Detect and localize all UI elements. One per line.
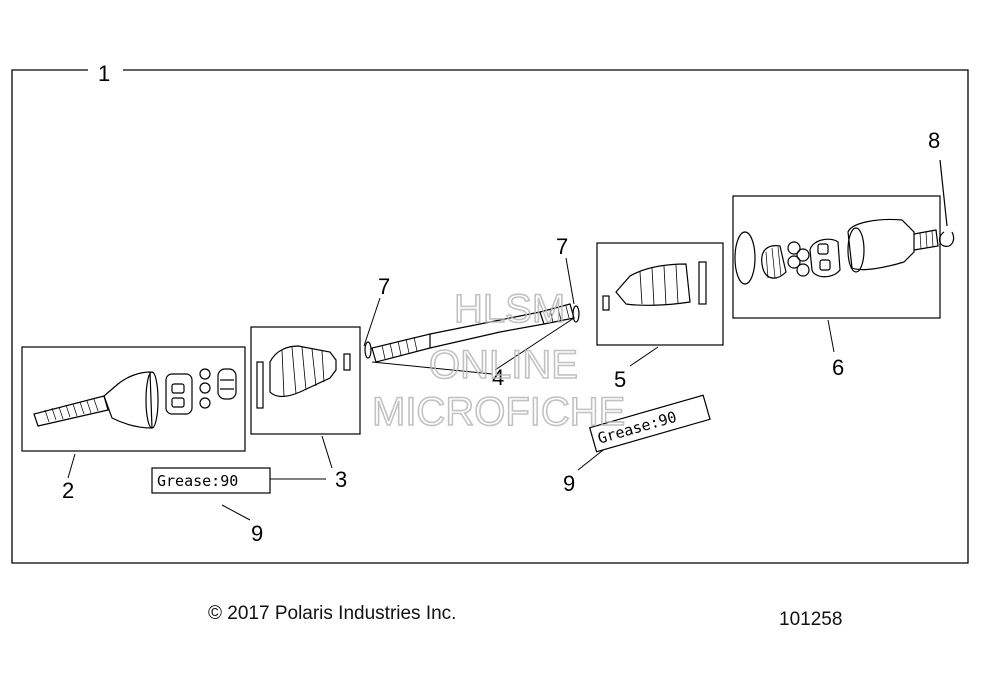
figure-id: 101258: [779, 609, 843, 630]
inner-cv-joint-group: [732, 195, 941, 319]
outer-boot-kit-group: [250, 326, 361, 435]
watermark: HLSM ONLINE MICROFICHE: [371, 286, 626, 435]
svg-text:Grease:90: Grease:90: [157, 472, 238, 490]
circlip: [938, 159, 955, 247]
callout-8: 8: [928, 128, 940, 153]
axle-shaft: [371, 303, 575, 375]
callout-6: 6: [832, 355, 844, 380]
callout-7-left: 7: [378, 274, 390, 299]
callout-7-right: 7: [556, 234, 568, 259]
inner-boot-kit-group: [596, 242, 724, 346]
assembly-frame: [11, 69, 969, 564]
callout-4: 4: [492, 365, 504, 390]
svg-text:ONLINE: ONLINE: [429, 343, 578, 387]
copyright-text: © 2017 Polaris Industries Inc.: [208, 603, 457, 624]
shaft-rings: [364, 305, 580, 359]
callout-numbers: 1 2 3 4 5 6 7 7 8 9 9: [62, 61, 940, 546]
leader-lines: [67, 257, 835, 521]
callout-3: 3: [335, 467, 347, 492]
callout-5: 5: [614, 367, 626, 392]
callout-9-right: 9: [563, 471, 575, 496]
callout-1: 1: [98, 61, 110, 86]
callout-9-left: 9: [251, 521, 263, 546]
svg-text:HLSM: HLSM: [454, 287, 565, 331]
outer-cv-joint-group: [21, 346, 246, 452]
grease-label-left: Grease:90: [151, 467, 271, 494]
svg-text:MICROFICHE: MICROFICHE: [372, 390, 625, 434]
callout-2: 2: [62, 478, 74, 503]
